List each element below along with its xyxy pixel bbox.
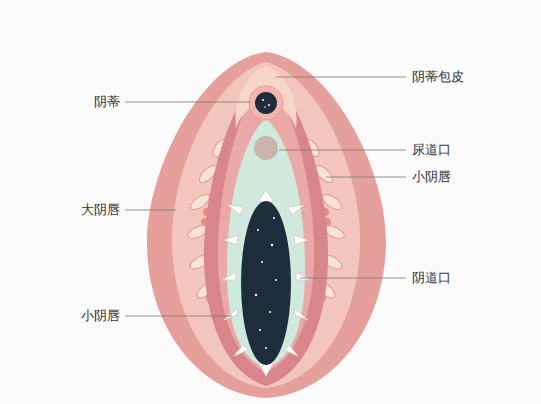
labia-minora-inner	[218, 78, 314, 372]
leader-lines	[125, 77, 406, 316]
clitoris	[249, 86, 283, 120]
part-label: 大阴唇	[81, 202, 120, 218]
part-label: 小阴唇	[81, 308, 120, 324]
part-label: 小阴唇	[412, 169, 451, 185]
part-label: 阴道口	[412, 270, 451, 286]
outer-shape	[147, 52, 386, 398]
stars	[255, 217, 277, 349]
labia-minora	[204, 70, 328, 386]
clitoral-hood	[235, 66, 296, 128]
labia-majora-inner	[172, 62, 360, 388]
vestibule	[227, 118, 305, 368]
vaginal-petals	[222, 190, 310, 376]
part-label: 阴蒂	[94, 94, 120, 110]
part-label: 尿道口	[412, 142, 451, 158]
vaginal-opening	[241, 201, 291, 365]
part-label: 阴蒂包皮	[412, 69, 464, 85]
urethral-opening	[254, 136, 278, 160]
